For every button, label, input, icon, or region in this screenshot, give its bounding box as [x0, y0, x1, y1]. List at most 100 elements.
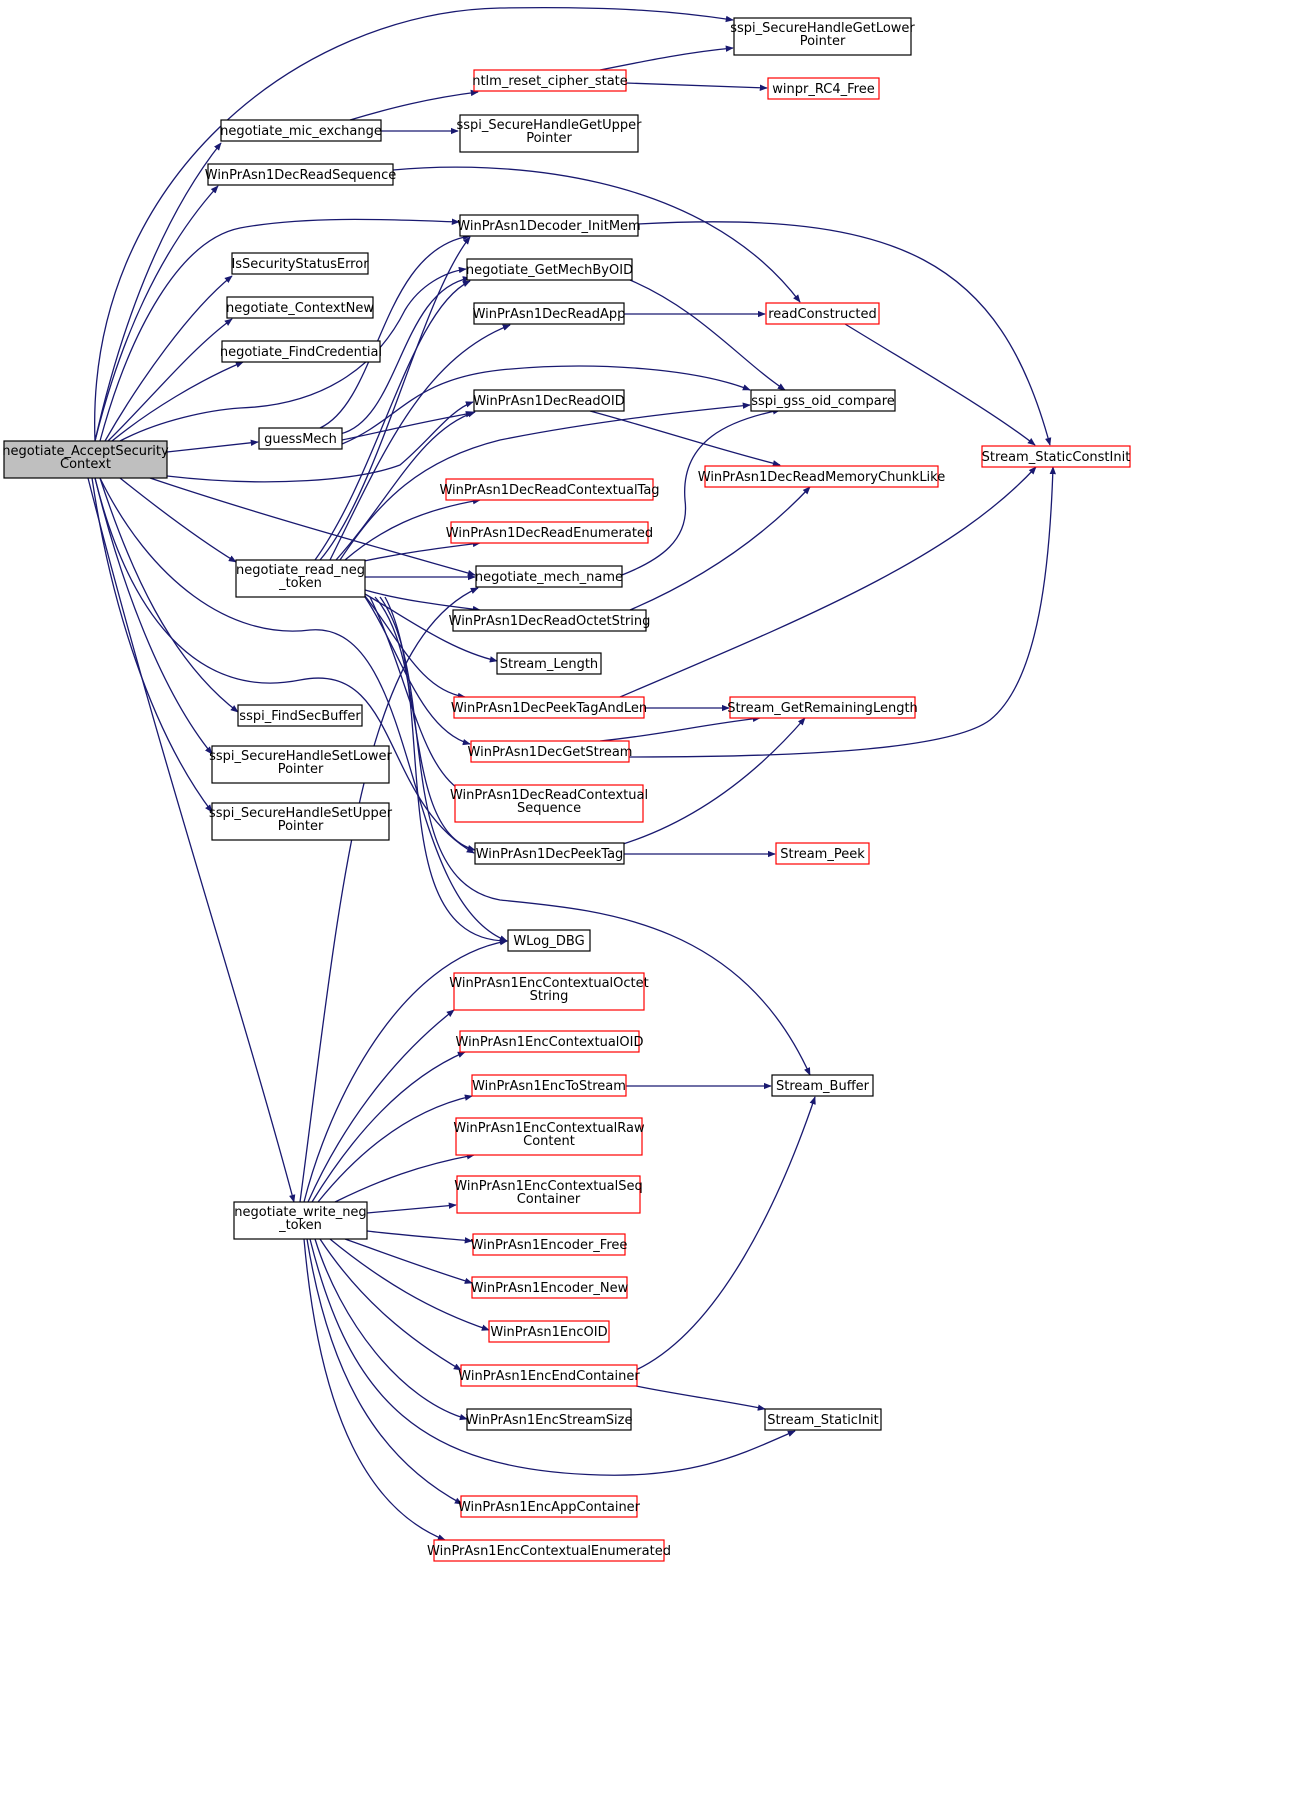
- call-edge-root-to-WLog_DBG: [99, 477, 508, 942]
- node-negotiate_read_neg_token[interactable]: negotiate_read_neg_token: [235, 559, 366, 598]
- node-WinPrAsn1Encoder_Free[interactable]: WinPrAsn1Encoder_Free: [471, 1233, 628, 1256]
- call-edge-negotiate_write_neg_token-to-negotiate_mech_name: [299, 587, 479, 1203]
- node-WinPrAsn1EncEndContainer[interactable]: WinPrAsn1EncEndContainer: [458, 1364, 640, 1387]
- node-label-line: negotiate_AcceptSecurity: [2, 444, 169, 459]
- node-guessMech[interactable]: guessMech: [258, 427, 343, 450]
- node-box: [767, 77, 880, 100]
- node-box: [453, 696, 645, 719]
- node-box: [211, 802, 390, 841]
- node-negotiate_mech_name[interactable]: negotiate_mech_name: [475, 565, 623, 588]
- node-label: IsSecurityStatusError: [231, 257, 369, 272]
- node-Stream_Peek[interactable]: Stream_Peek: [775, 842, 870, 865]
- node-box: [258, 427, 343, 450]
- node-Stream_StaticConstInit[interactable]: Stream_StaticConstInit: [981, 445, 1131, 468]
- node-box: [775, 842, 870, 865]
- node-winpr_RC4_Free[interactable]: winpr_RC4_Free: [767, 77, 880, 100]
- node-WinPrAsn1EncContextualOID[interactable]: WinPrAsn1EncContextualOID: [456, 1030, 644, 1053]
- node-label: ntlm_reset_cipher_state: [472, 74, 628, 89]
- node-negotiate_write_neg_token[interactable]: negotiate_write_neg_token: [233, 1201, 368, 1240]
- node-WinPrAsn1DecReadApp[interactable]: WinPrAsn1DecReadApp: [473, 302, 626, 325]
- node-readConstructed[interactable]: readConstructed: [765, 302, 880, 325]
- node-box: [488, 1320, 610, 1343]
- call-edge-negotiate_write_neg_token-to-WinPrAsn1EncContextualRawContent: [334, 1153, 475, 1203]
- node-IsSecurityStatusError[interactable]: IsSecurityStatusError: [231, 252, 369, 275]
- call-edge-root-to-sspi_SecureHandleGetLowerPointer: [94, 6, 734, 442]
- node-label: negotiate_FindCredential: [220, 345, 382, 360]
- node-WinPrAsn1EncContextualEnumerated[interactable]: WinPrAsn1EncContextualEnumerated: [427, 1539, 671, 1562]
- node-ntlm_reset_cipher_state[interactable]: ntlm_reset_cipher_state: [472, 69, 628, 92]
- node-WinPrAsn1EncStreamSize[interactable]: WinPrAsn1EncStreamSize: [466, 1408, 633, 1431]
- node-Stream_GetRemainingLength[interactable]: Stream_GetRemainingLength: [727, 696, 918, 719]
- node-box: [729, 696, 916, 719]
- node-label: WinPrAsn1EncEndContainer: [458, 1369, 640, 1384]
- node-WLog_DBG[interactable]: WLog_DBG: [507, 929, 591, 952]
- node-WinPrAsn1DecReadContextualTag[interactable]: WinPrAsn1DecReadContextualTag: [439, 478, 660, 501]
- call-edge-negotiate_read_neg_token-to-sspi_gss_oid_compare: [339, 402, 751, 561]
- node-Stream_Buffer[interactable]: Stream_Buffer: [771, 1074, 874, 1097]
- node-WinPrAsn1DecReadSequence[interactable]: WinPrAsn1DecReadSequence: [205, 163, 397, 186]
- node-WinPrAsn1DecReadMemoryChunkLike[interactable]: WinPrAsn1DecReadMemoryChunkLike: [698, 465, 945, 488]
- node-negotiate_FindCredential[interactable]: negotiate_FindCredential: [220, 340, 382, 363]
- node-box: [472, 1233, 626, 1256]
- node-WinPrAsn1DecReadOctetString[interactable]: WinPrAsn1DecReadOctetString: [449, 609, 651, 632]
- call-edge-WinPrAsn1EncEndContainer-to-Stream_Buffer: [635, 1096, 816, 1371]
- node-label-line: Context: [60, 457, 111, 472]
- call-edge-negotiate_write_neg_token-to-WinPrAsn1EncOID: [329, 1238, 490, 1331]
- node-box: [453, 972, 645, 1011]
- node-negotiate_mic_exchange[interactable]: negotiate_mic_exchange: [220, 119, 382, 142]
- call-edge-negotiate_GetMechByOID-to-sspi_gss_oid_compare: [629, 279, 786, 391]
- call-edge-readConstructed-to-Stream_StaticConstInit: [844, 323, 1036, 446]
- node-WinPrAsn1DecPeekTagAndLen[interactable]: WinPrAsn1DecPeekTagAndLen: [451, 696, 647, 719]
- node-negotiate_ContextNew[interactable]: negotiate_ContextNew: [226, 296, 374, 319]
- node-WinPrAsn1Decoder_InitMem[interactable]: WinPrAsn1Decoder_InitMem: [457, 214, 641, 237]
- call-edge-negotiate_read_neg_token-to-WinPrAsn1DecReadApp: [329, 324, 511, 561]
- node-WinPrAsn1DecReadEnumerated[interactable]: WinPrAsn1DecReadEnumerated: [446, 521, 653, 544]
- node-WinPrAsn1EncAppContainer[interactable]: WinPrAsn1EncAppContainer: [458, 1495, 641, 1518]
- node-label: WinPrAsn1DecReadApp: [473, 307, 626, 322]
- node-label: WinPrAsn1DecReadOctetString: [449, 614, 651, 629]
- node-label: WinPrAsn1EncOID: [490, 1325, 607, 1340]
- node-sspi_FindSecBuffer[interactable]: sspi_FindSecBuffer: [237, 704, 363, 727]
- node-WinPrAsn1DecReadOID[interactable]: WinPrAsn1DecReadOID: [473, 389, 625, 412]
- node-Stream_Length[interactable]: Stream_Length: [496, 652, 602, 675]
- node-sspi_gss_oid_compare[interactable]: sspi_gss_oid_compare: [750, 389, 896, 412]
- call-edge-negotiate_read_neg_token-to-WinPrAsn1DecReadOctetString: [364, 589, 481, 613]
- node-WinPrAsn1DecGetStream[interactable]: WinPrAsn1DecGetStream: [468, 740, 633, 763]
- node-box: [473, 302, 625, 325]
- node-Stream_StaticInit[interactable]: Stream_StaticInit: [764, 1408, 882, 1431]
- node-WinPrAsn1DecPeekTag[interactable]: WinPrAsn1DecPeekTag: [474, 842, 625, 865]
- node-label: WinPrAsn1EncContextualOID: [456, 1035, 644, 1050]
- node-box: [981, 445, 1131, 468]
- call-edge-negotiate_mech_name-to-sspi_gss_oid_compare: [621, 408, 781, 576]
- node-negotiate_GetMechByOID[interactable]: negotiate_GetMechByOID: [466, 258, 633, 281]
- node-label: WinPrAsn1EncStreamSize: [466, 1413, 633, 1428]
- node-label: WinPrAsn1DecReadMemoryChunkLike: [698, 470, 945, 485]
- call-edge-root-to-negotiate_ContextNew: [107, 318, 233, 442]
- node-box: [445, 478, 654, 501]
- node-box: [452, 609, 647, 632]
- call-edge-root-to-WinPrAsn1DecReadSequence: [94, 185, 219, 442]
- node-box: [474, 842, 625, 865]
- node-WinPrAsn1EncToStream[interactable]: WinPrAsn1EncToStream: [471, 1074, 627, 1097]
- call-edge-WinPrAsn1DecGetStream-to-Stream_StaticConstInit: [628, 466, 1056, 758]
- node-label-line: Container: [517, 1192, 581, 1207]
- call-edge-WinPrAsn1DecReadOID-to-WinPrAsn1DecReadMemoryChunkLike: [589, 410, 781, 467]
- node-label-line: sspi_SecureHandleSetUpper: [209, 806, 393, 821]
- call-edge-root-to-WinPrAsn1DecPeekTag: [94, 477, 475, 854]
- node-WinPrAsn1EncOID[interactable]: WinPrAsn1EncOID: [488, 1320, 610, 1343]
- call-edge-negotiate_write_neg_token-to-WinPrAsn1EncContextualEnumerated: [303, 1238, 446, 1541]
- node-label-line: sspi_SecureHandleGetUpper: [457, 118, 643, 133]
- node-WinPrAsn1Encoder_New[interactable]: WinPrAsn1Encoder_New: [471, 1276, 629, 1299]
- call-edge-guessMech-to-negotiate_GetMechByOID: [339, 276, 471, 435]
- node-label: Stream_GetRemainingLength: [727, 701, 918, 716]
